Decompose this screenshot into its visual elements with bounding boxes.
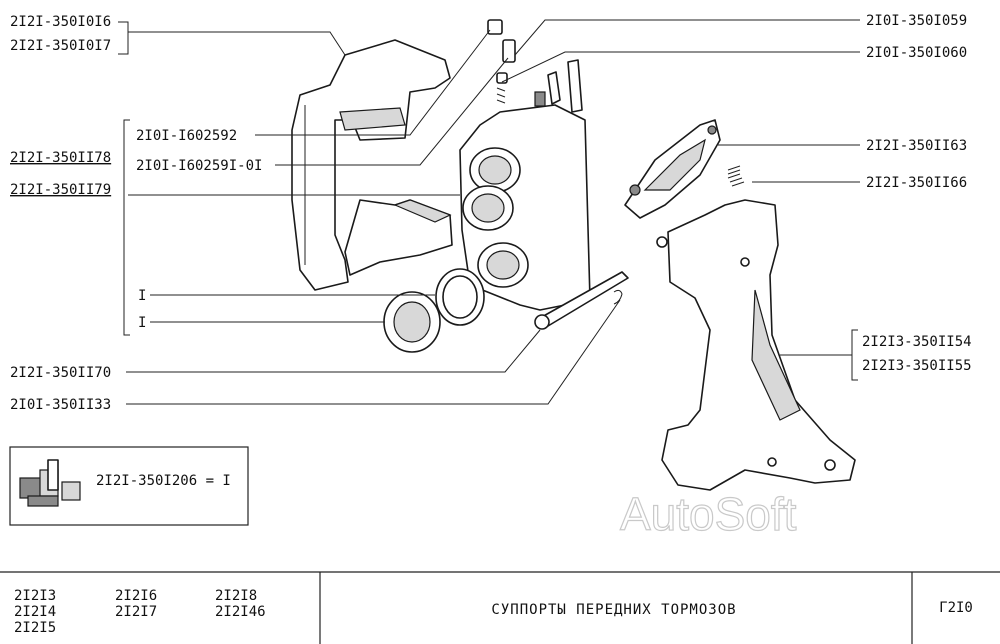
brake-pad bbox=[624, 119, 721, 219]
callout-labels: 2I2I-350I0I6 2I2I-350I0I7 2I0I-350I059 2… bbox=[10, 13, 972, 413]
callout-label: 2I2I-350II79 bbox=[10, 182, 111, 198]
cylinder-body bbox=[459, 59, 591, 311]
sheet-number: Г2I0 bbox=[939, 600, 973, 616]
repair-kit-icon bbox=[19, 459, 81, 507]
leader-lines bbox=[118, 19, 860, 405]
callout-label: 2I2I-350II63 bbox=[866, 138, 967, 154]
callout-label: 2I2I-350II66 bbox=[866, 175, 967, 191]
mounting-bracket bbox=[656, 199, 856, 491]
bleeder-screws bbox=[487, 19, 516, 104]
model-code: 2I2I46 bbox=[215, 604, 266, 620]
spring bbox=[727, 165, 745, 187]
title-block: 2I2I3 2I2I4 2I2I5 2I2I6 2I2I7 2I2I8 2I2I… bbox=[0, 571, 1000, 644]
callout-label: 2I0I-350I060 bbox=[866, 45, 967, 61]
model-code: 2I2I6 bbox=[115, 588, 157, 604]
model-code: 2I2I7 bbox=[115, 604, 157, 620]
callout-label: 2I2I3-350II54 bbox=[862, 334, 972, 350]
callout-label: I bbox=[138, 288, 146, 304]
caliper-housing bbox=[291, 39, 453, 291]
callout-label: I bbox=[138, 315, 146, 331]
drawing-title: СУППОРТЫ ПЕРЕДНИХ ТОРМОЗОВ bbox=[491, 602, 736, 618]
callout-label: 2I2I-350II70 bbox=[10, 365, 111, 381]
model-code: 2I2I3 bbox=[14, 588, 56, 604]
callout-label: 2I2I-350II78 bbox=[10, 150, 111, 166]
callout-label: 2I0I-350II33 bbox=[10, 397, 111, 413]
callout-label: 2I0I-I602592 bbox=[136, 128, 237, 144]
model-code: 2I2I5 bbox=[14, 620, 56, 636]
repair-kit-box: 2I2I-350I206 = I bbox=[9, 446, 249, 526]
model-code: 2I2I8 bbox=[215, 588, 257, 604]
model-code: 2I2I4 bbox=[14, 604, 56, 620]
callout-label: 2I2I-350I0I6 bbox=[10, 14, 111, 30]
piston-seals bbox=[383, 268, 485, 353]
callout-label: 2I2I-350I0I7 bbox=[10, 38, 111, 54]
callout-label: 2I2I3-350II55 bbox=[862, 358, 972, 374]
callout-label: 2I0I-350I059 bbox=[866, 13, 967, 29]
repair-kit-label: 2I2I-350I206 = I bbox=[96, 473, 231, 489]
watermark: AutoSoft bbox=[620, 488, 797, 540]
callout-label: 2I0I-I60259I-0I bbox=[136, 158, 262, 174]
guide-pin bbox=[534, 271, 629, 330]
